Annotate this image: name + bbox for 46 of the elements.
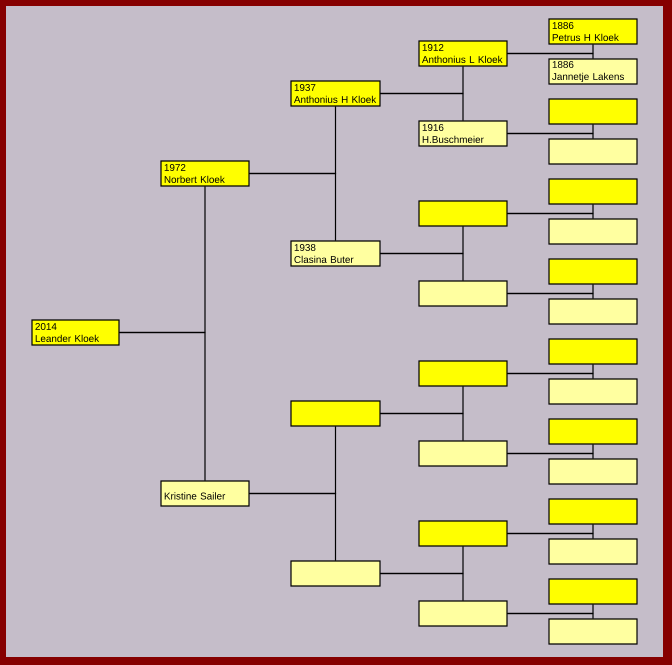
person-box: [548, 418, 638, 445]
connector-line: [508, 292, 594, 298]
connector-line: [380, 412, 464, 440]
person-box: [548, 498, 638, 525]
connector-line: [508, 532, 594, 538]
connector-line: [380, 572, 464, 600]
connector-line: [508, 372, 594, 378]
person-box: [548, 338, 638, 365]
person-box: [418, 360, 508, 387]
person-box: [548, 98, 638, 125]
connector-line: [508, 52, 594, 58]
connector-line: [380, 92, 464, 120]
person-box: [290, 560, 381, 587]
person-box: [418, 520, 508, 547]
person-box: [548, 258, 638, 285]
person-box: 2014 Leander Kloek: [31, 319, 120, 346]
person-box: 1938 Clasina Buter: [290, 240, 381, 267]
person-box: [418, 280, 508, 307]
person-box: [548, 298, 638, 325]
person-box: [548, 618, 638, 645]
connector-line: [508, 132, 594, 138]
connector-line: [380, 252, 464, 280]
connector-line: [250, 492, 336, 560]
person-box: [548, 178, 638, 205]
person-box: [418, 200, 508, 227]
person-box: 1912 Anthonius L Kloek: [418, 40, 508, 67]
person-box: 1886 Jannetje Lakens: [548, 58, 638, 85]
person-box: [418, 600, 508, 627]
connector-line: [508, 452, 594, 458]
person-box: [418, 440, 508, 467]
person-box: 1972 Norbert Kloek: [160, 160, 250, 187]
connector-line: [508, 212, 594, 218]
person-box: 1937 Anthonius H Kloek: [290, 80, 381, 107]
person-box: 1916 H.Buschmeier: [418, 120, 508, 147]
person-box: Kristine Sailer: [160, 480, 250, 507]
person-box: [548, 138, 638, 165]
person-box: [290, 400, 381, 427]
person-box: [548, 458, 638, 485]
connector-line: [120, 332, 206, 480]
connector-line: [250, 172, 336, 240]
connector-line: [508, 612, 594, 618]
person-box: [548, 578, 638, 605]
person-box: [548, 218, 638, 245]
person-box: [548, 538, 638, 565]
person-box: 1886 Petrus H Kloek: [548, 18, 638, 45]
person-box: [548, 378, 638, 405]
